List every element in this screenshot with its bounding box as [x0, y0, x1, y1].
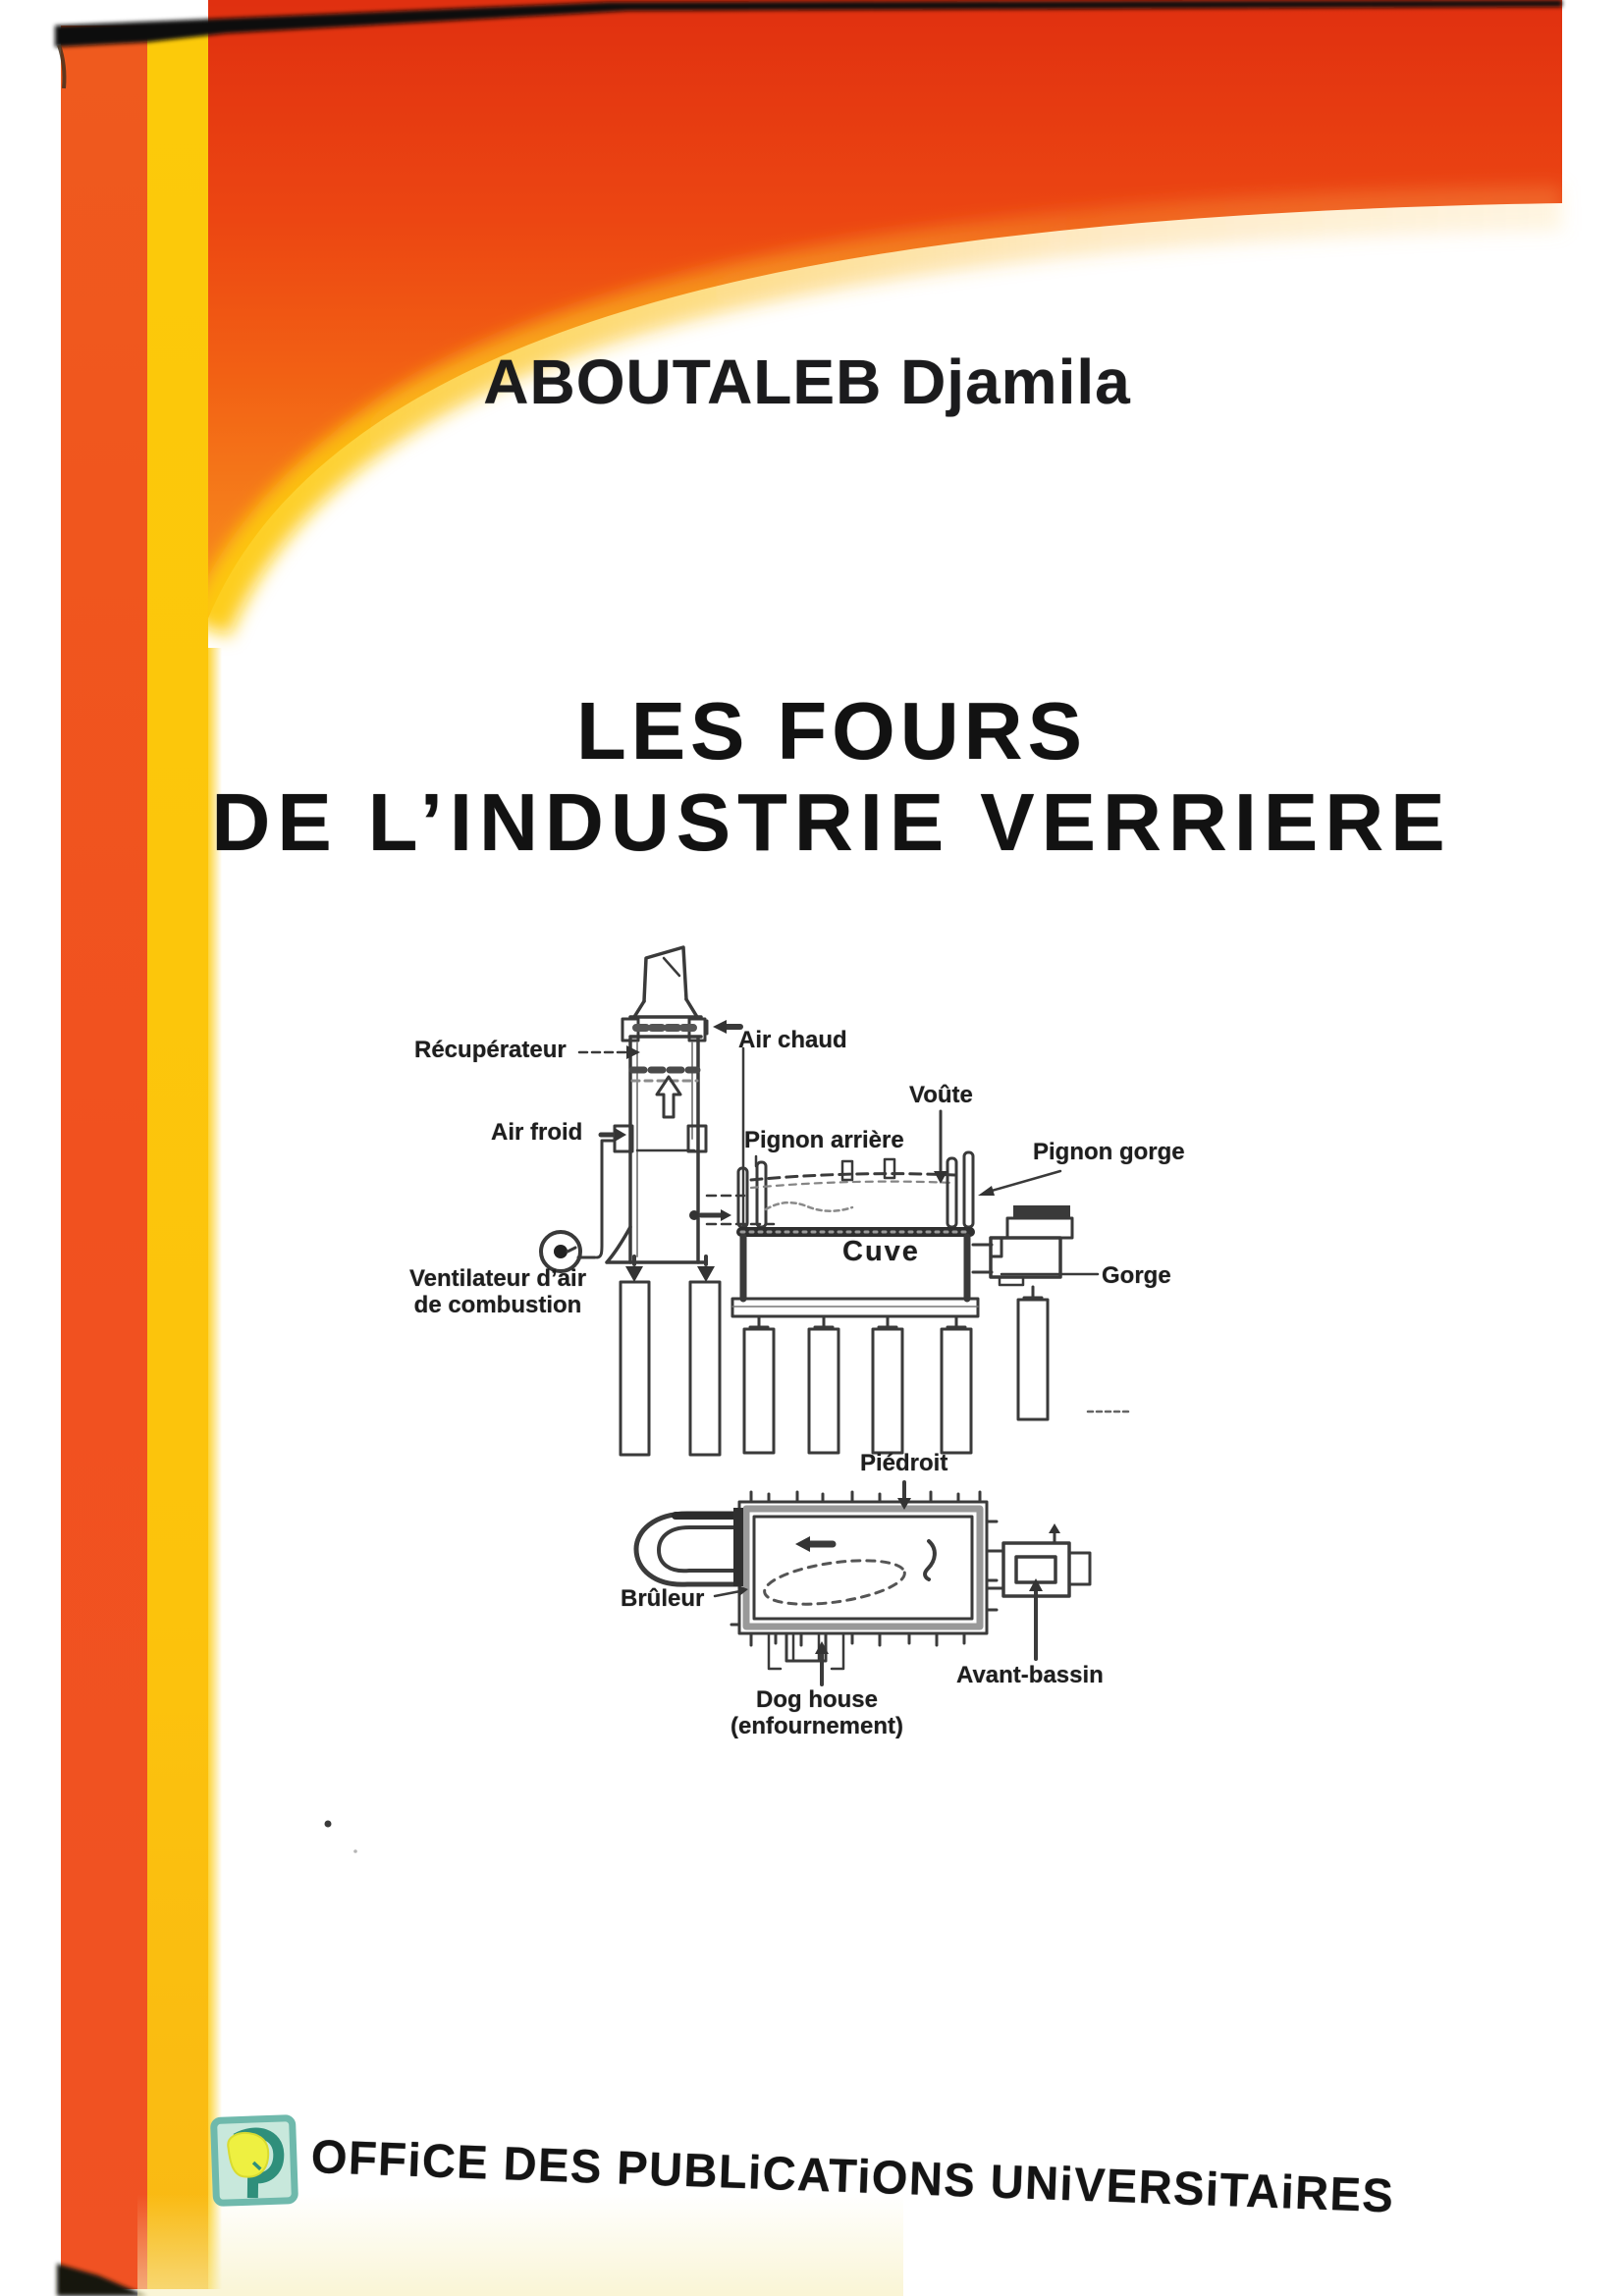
bottom-left-edge-black: [57, 2264, 147, 2296]
furnace-cross-section-drawing: [539, 945, 1134, 1457]
burner-loop-inner: [657, 1525, 741, 1574]
updraft-arrow: [655, 1075, 682, 1119]
tower-column-left: [619, 1280, 651, 1457]
furnace-plan-inner: [752, 1515, 974, 1621]
tank-base-slab: [730, 1297, 980, 1318]
furnace-plan-outer: [737, 1500, 989, 1635]
label-cuve: Cuve: [842, 1236, 920, 1267]
title-block: LES FOURS DE L’INDUSTRIE VERRIERE: [208, 687, 1455, 870]
label-pignon-gorge: Pignon gorge: [1033, 1139, 1185, 1165]
label-recuperateur: Récupérateur: [414, 1037, 567, 1063]
bruleur-pointer: [713, 1589, 742, 1598]
wall-ticks: [730, 1490, 999, 1647]
spine-edge-tick: [57, 44, 67, 89]
label-ventilateur-line1: Ventilateur d’air: [408, 1265, 587, 1292]
flame-squiggle: [923, 1539, 937, 1581]
label-dog-house-line1: Dog house: [756, 1686, 878, 1713]
label-gorge: Gorge: [1102, 1262, 1171, 1289]
label-voute: Voûte: [909, 1082, 973, 1108]
label-bruleur: Brûleur: [621, 1585, 705, 1612]
opu-logo-icon: [210, 2114, 298, 2207]
gorge-assembly: [1005, 1216, 1074, 1240]
page-title-line2: DE L’INDUSTRIE VERRIERE: [211, 776, 1452, 868]
dog-house-structure: [767, 1631, 845, 1671]
label-piedroit: Piédroit: [860, 1450, 948, 1476]
label-air-chaud: Air chaud: [738, 1027, 847, 1053]
chimney: [642, 945, 688, 1003]
bottom-cream-tint: [137, 2194, 903, 2296]
arch-yellow-fringe: [187, 186, 1563, 637]
label-pignon-arriere: Pignon arrière: [744, 1127, 904, 1153]
author-name: ABOUTALEB Djamila: [483, 347, 1131, 417]
left-yellow-stripe: [147, 27, 208, 2289]
label-dog-house: Dog house (enfournement): [699, 1686, 935, 1739]
yellow-stripe-fade: [208, 648, 222, 2289]
furnace-columns: [742, 1285, 1050, 1455]
tower-column-right: [688, 1280, 722, 1457]
label-dog-house-line2: (enfournement): [730, 1713, 903, 1739]
fan-circle: [539, 1230, 582, 1273]
burner-loop-outer: [633, 1511, 742, 1587]
orange-arch-shape: [208, 0, 1562, 618]
furnace-plan-wall: [742, 1505, 984, 1630]
label-air-froid: Air froid: [491, 1119, 583, 1146]
pignon-gorge-arrow: [990, 1169, 1062, 1193]
furnace-top-view-drawing: [633, 1480, 1092, 1686]
left-orange-band: [61, 26, 147, 2289]
label-ventilateur: Ventilateur d’air de combustion: [391, 1265, 605, 1318]
scan-speck-faint: [353, 1849, 357, 1853]
page-title-line1: LES FOURS: [576, 685, 1087, 776]
furnace-top-view-diagram: Piédroit Brûleur Dog house (enfournement…: [540, 1423, 1227, 1836]
pignon-gorge-posts: [946, 1156, 958, 1229]
top-edge-black: [55, 0, 1562, 47]
flame-path-ellipse: [763, 1559, 906, 1606]
tank-walls: [739, 1233, 971, 1303]
label-ventilateur-line2: de combustion: [413, 1292, 582, 1318]
crown-lines: [749, 1172, 956, 1182]
label-avant-bassin: Avant-bassin: [956, 1662, 1104, 1688]
scan-speck: [324, 1820, 332, 1828]
furnace-cross-section-diagram: Récupérateur Air chaud Air froid Voûte P…: [373, 933, 1217, 1482]
